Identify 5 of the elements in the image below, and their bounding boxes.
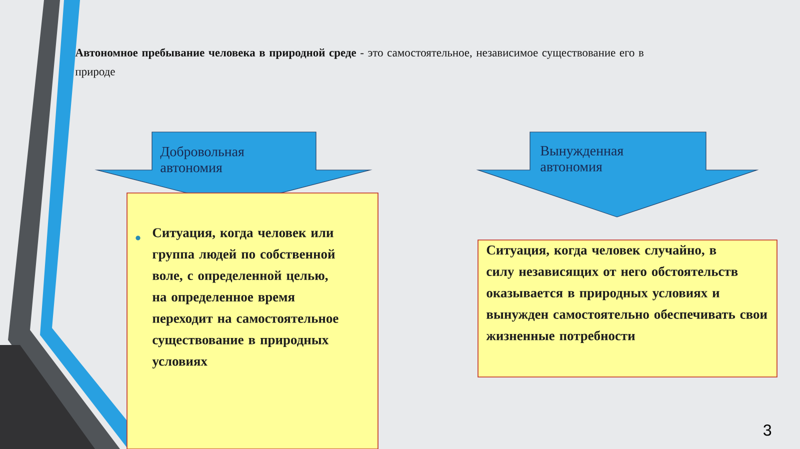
text-box: Ситуация, когда человек или группа людей по собственной воле, с определенной целью, на определенное время переходит на самостоятельное существование в природных условиях — [126, 192, 378, 449]
arrow-callout: Вынужденная автономия — [476, 132, 759, 218]
text-box: Ситуация, когда человек случайно, в силу независящих от него обстоятельств оказывается в природных условиях и вынужден самостоятельно обеспечивать свои жизненные потребности — [478, 240, 778, 378]
page-number: 3 — [764, 424, 772, 436]
arrow-callout: Добровольная автономия — [94, 132, 372, 206]
